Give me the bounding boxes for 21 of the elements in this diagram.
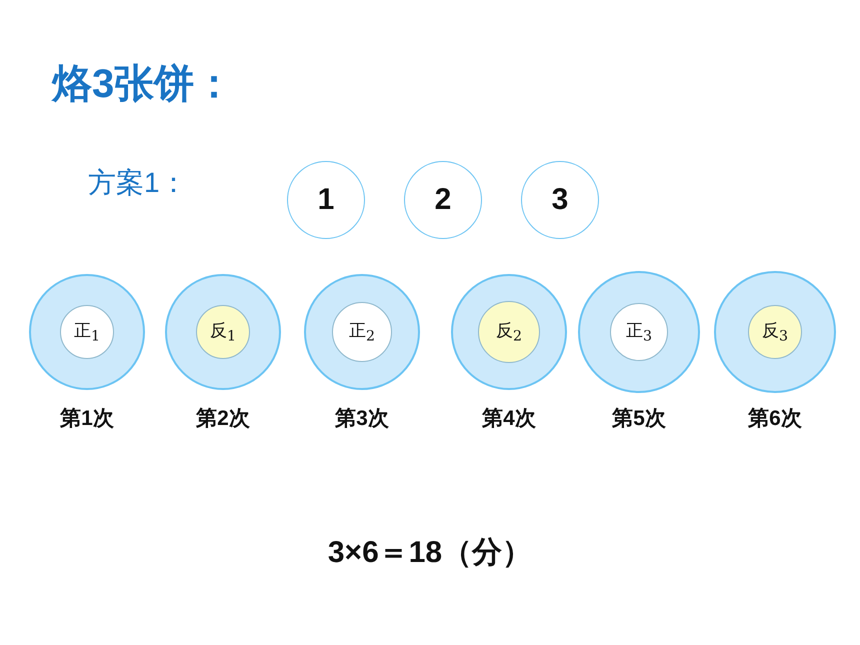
number-label: 2 — [434, 183, 452, 217]
pancake-circle — [748, 305, 802, 359]
pancake-label: 正$_{3}$ — [626, 320, 652, 345]
number-label: 3 — [552, 183, 568, 217]
pancake-label: 反$_{3}$ — [762, 320, 788, 345]
pancake-label: 正$_{2}$ — [348, 320, 375, 345]
plan-label: 方案1： — [88, 167, 188, 198]
step-label: 第2次 — [195, 406, 251, 432]
pancake-label: 反$_{1}$ — [210, 320, 236, 345]
pancake-label: 正$_{1}$ — [74, 320, 100, 345]
step-label: 第6次 — [747, 406, 803, 432]
pancake-circle — [196, 305, 250, 359]
step-label: 第3次 — [334, 406, 390, 432]
formula-text: 3×6＝18（分） — [328, 535, 532, 571]
step-label: 第5次 — [611, 406, 667, 432]
pancake-label: 反$_{2}$ — [496, 320, 522, 345]
number-label: 1 — [318, 183, 334, 217]
title: 烙3张饼： — [52, 61, 234, 108]
pancake-circle — [60, 305, 114, 359]
step-label: 第1次 — [59, 406, 115, 432]
step-label: 第4次 — [481, 406, 537, 432]
